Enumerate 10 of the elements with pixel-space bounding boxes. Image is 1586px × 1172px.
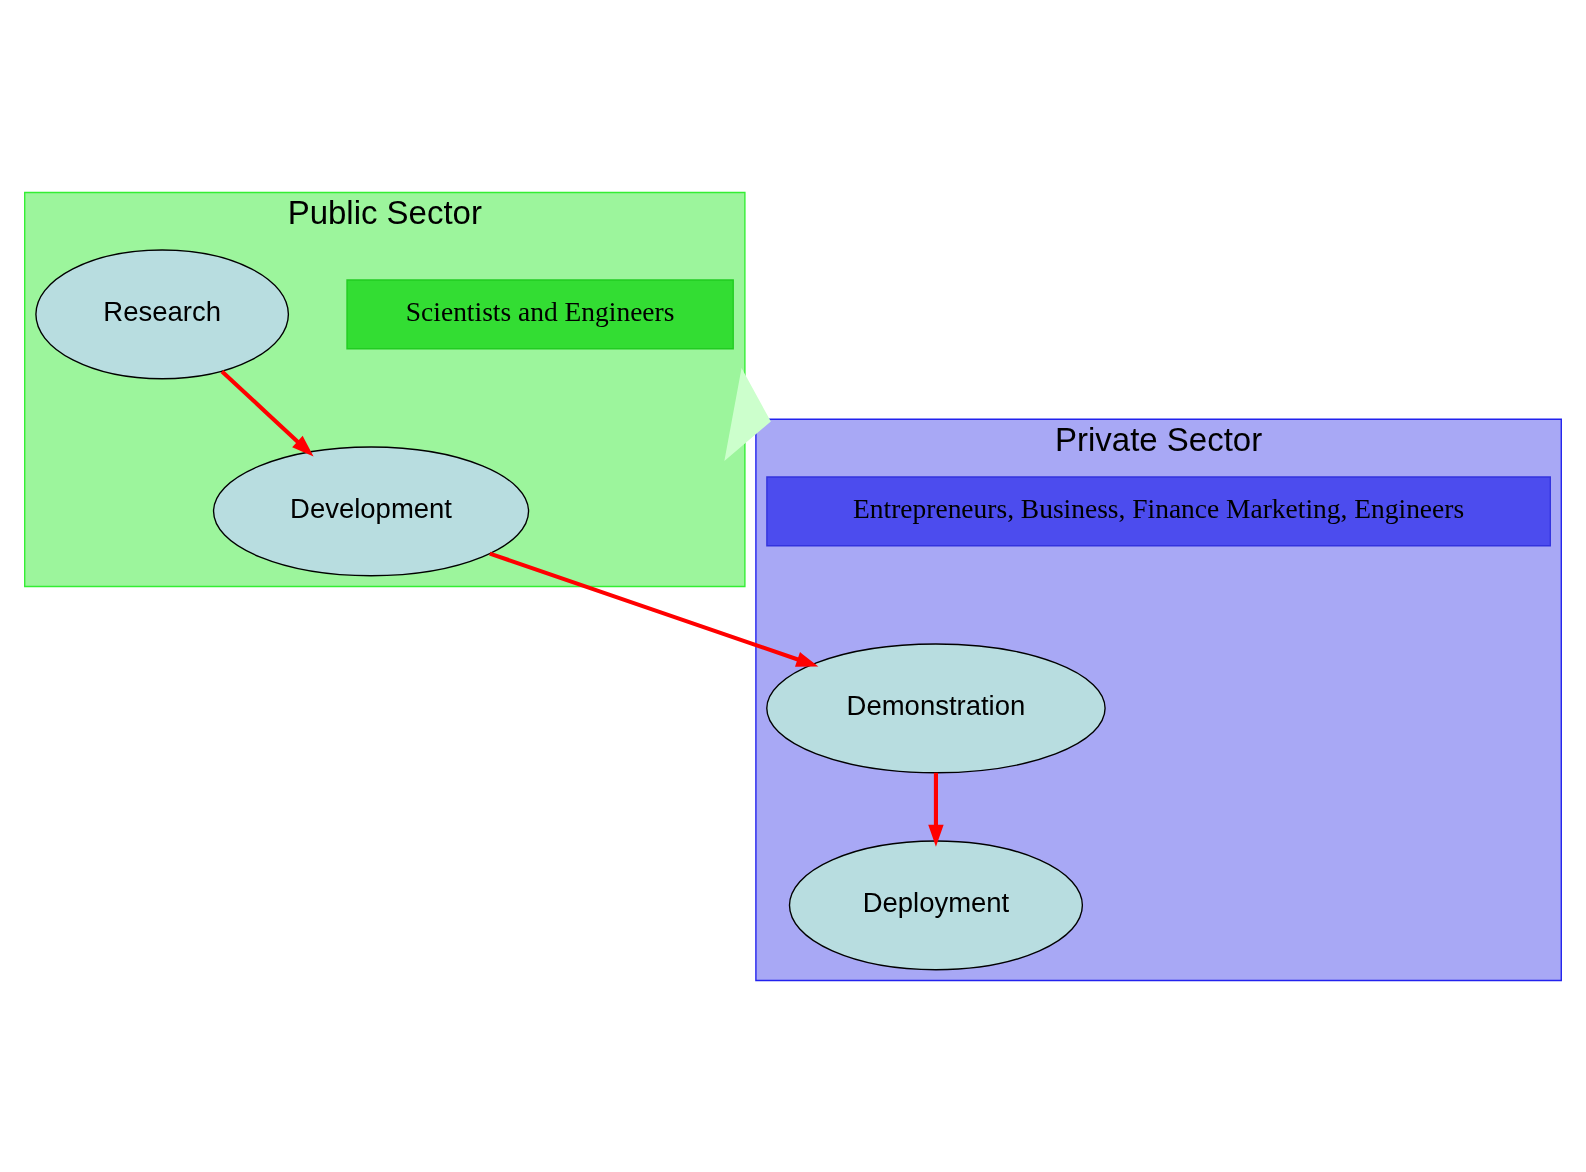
arrow bbox=[928, 772, 944, 847]
node-ellipse: Development bbox=[212, 445, 530, 576]
arrow bbox=[724, 367, 771, 461]
arrow bbox=[489, 551, 819, 667]
node-box: Scientists and Engineers bbox=[346, 278, 734, 349]
node-box: Entrepreneurs, Business, Finance Marketing, Engineers bbox=[766, 475, 1551, 546]
node-ellipse: Research bbox=[35, 248, 290, 379]
arrow bbox=[220, 369, 314, 456]
node-ellipse: Demonstration bbox=[766, 642, 1106, 773]
node-ellipse: Deployment bbox=[788, 839, 1084, 970]
